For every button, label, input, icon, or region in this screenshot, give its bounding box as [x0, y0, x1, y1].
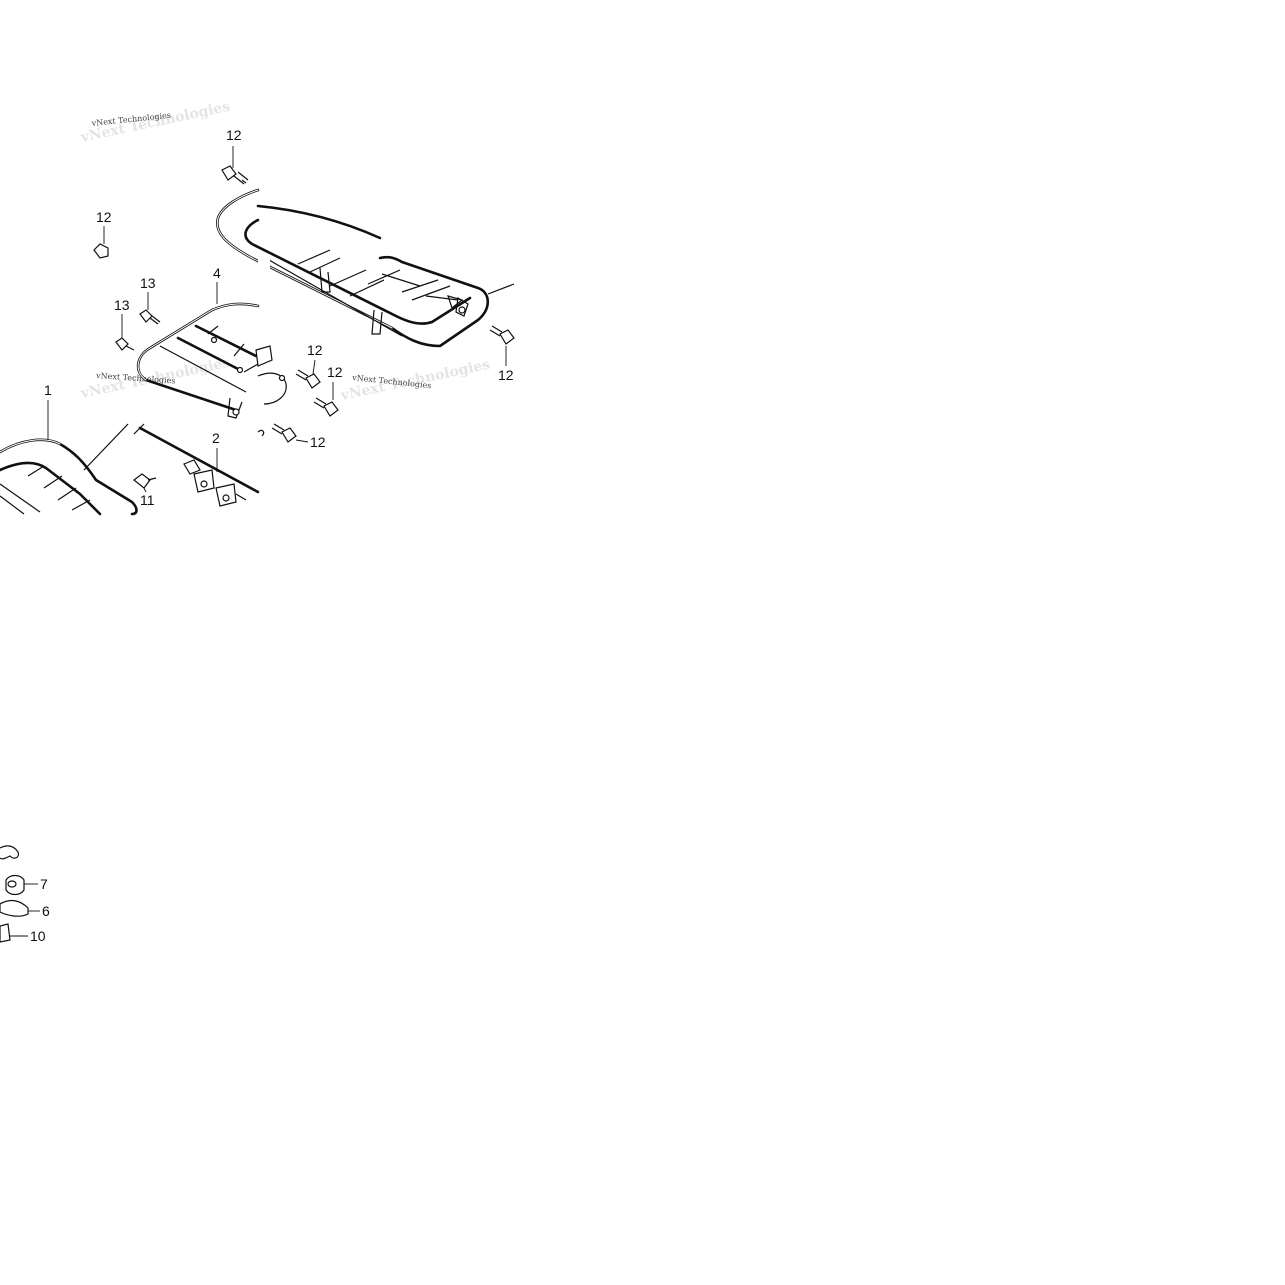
leader-lines	[10, 146, 507, 937]
rear-carrier	[215, 188, 515, 348]
callout-10: 10	[30, 928, 46, 944]
callout-12: 12	[327, 364, 343, 380]
watermark-top-left: vNext Technologies vNext Technologies	[79, 99, 232, 146]
flange-bolt-11	[133, 473, 157, 489]
bracket-assembly	[183, 459, 247, 507]
flange-bolt-12-top	[221, 165, 249, 185]
flange-bolt-12-b	[313, 397, 339, 417]
callout-12: 12	[226, 127, 242, 143]
flange-bolt-12-right	[489, 325, 515, 345]
watermark-mid-right: vNext Technologies vNext Technologies	[339, 357, 492, 404]
callout-6: 6	[42, 903, 50, 919]
main-rack	[0, 423, 260, 516]
small-parts-cluster	[0, 845, 29, 943]
flange-bolt-12-c	[257, 423, 297, 443]
flange-bolt-13-lower	[115, 337, 135, 351]
flange-nut-12-left	[93, 243, 109, 259]
flange-bolt-12-a	[295, 369, 321, 389]
watermark-mid-left: vNext Technologies vNext Technologies	[79, 355, 232, 402]
callout-12: 12	[96, 209, 112, 225]
callout-11: 11	[140, 492, 155, 508]
flange-bolt-13-upper	[139, 309, 161, 325]
callout-1: 1	[44, 382, 52, 398]
callout-7: 7	[40, 876, 48, 892]
callout-labels: 12 12 13 13 4 12 12 12 12 1 2 11 7 6 10	[30, 127, 514, 944]
callout-12: 12	[498, 367, 514, 383]
callout-13: 13	[140, 275, 156, 291]
front-carrier	[136, 302, 287, 419]
tile-seam-mask	[258, 254, 270, 294]
callout-12: 12	[307, 342, 323, 358]
callout-4: 4	[213, 265, 221, 281]
callout-2: 2	[212, 430, 220, 446]
callout-13: 13	[114, 297, 130, 313]
callout-12: 12	[310, 434, 326, 450]
